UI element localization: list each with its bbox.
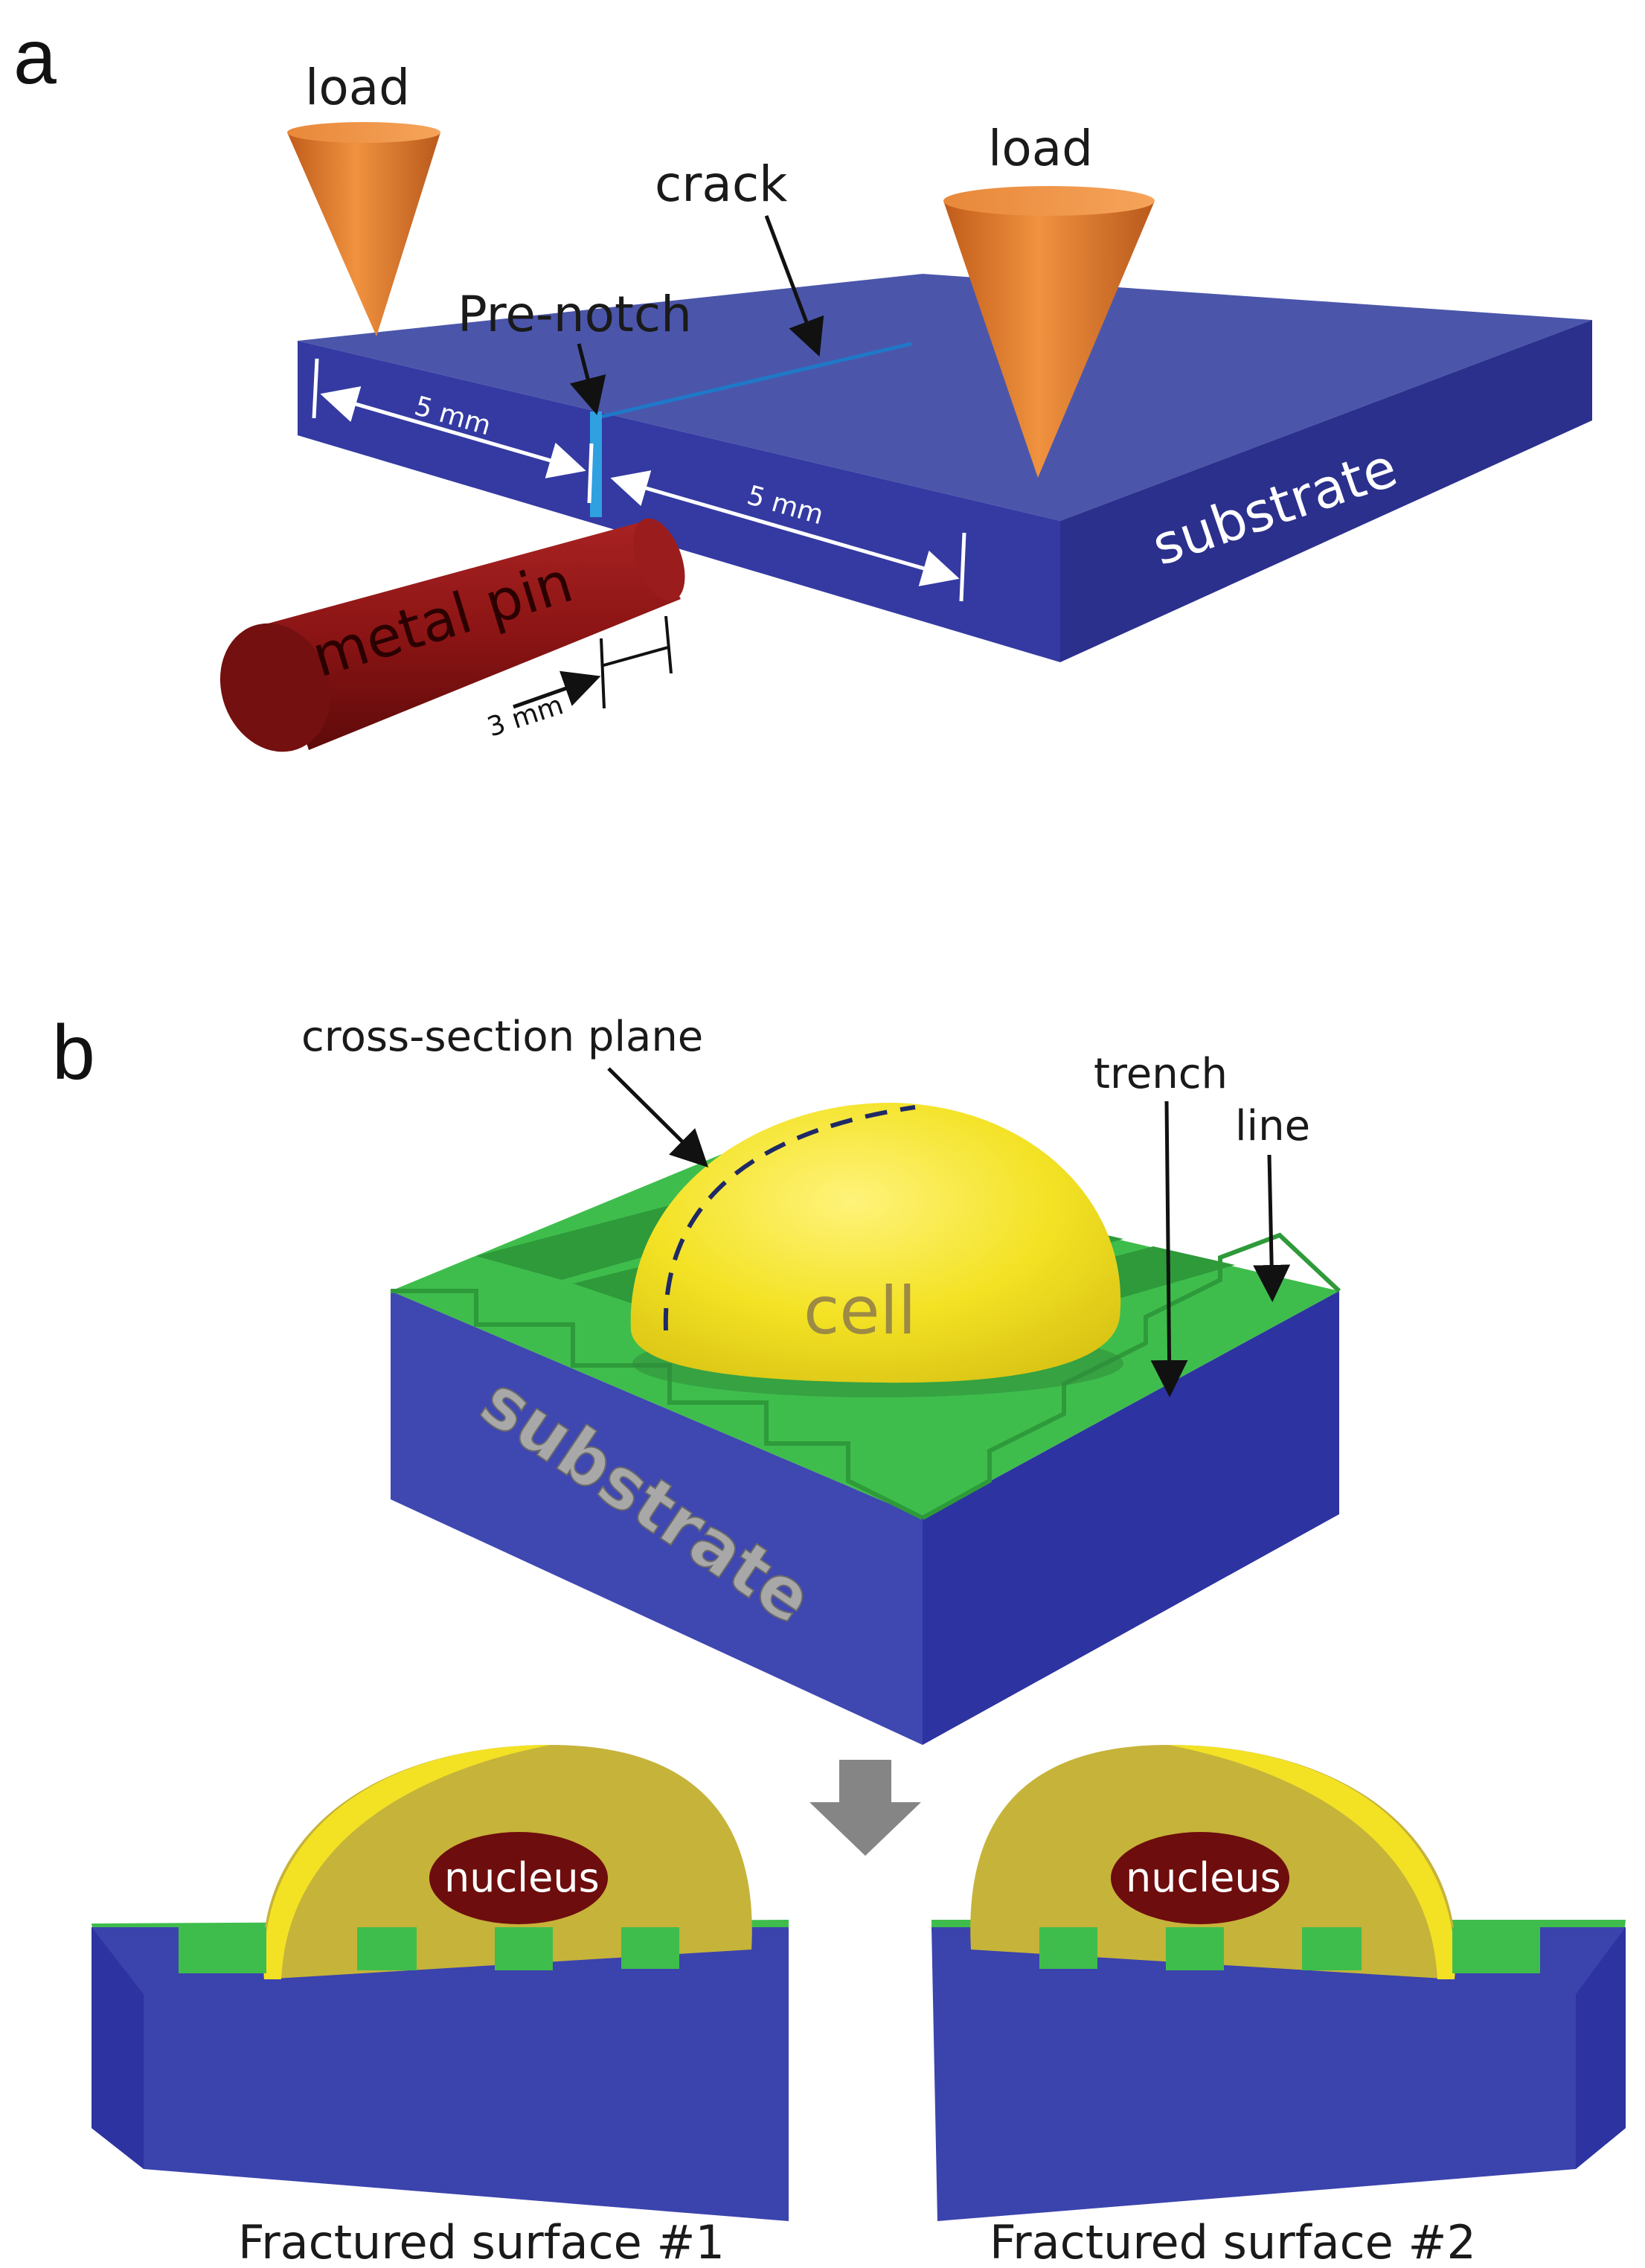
- piece2-groove-4: [1452, 1927, 1540, 1973]
- load-cone-right-body: [943, 201, 1155, 478]
- piece1-left-side: [92, 1927, 144, 2169]
- metal-pin-body: [268, 522, 681, 750]
- load-cone-left: [287, 122, 440, 336]
- panel-a-letter: a: [13, 14, 57, 100]
- piece1-groove-3: [495, 1927, 553, 1970]
- block-left-face: [391, 1291, 923, 1745]
- piece1-front-face: [92, 1927, 789, 2221]
- cell-label: cell: [804, 1272, 916, 1349]
- crack-line: [600, 342, 912, 419]
- caption-fractured-surface-1: Fractured surface #1: [238, 2215, 725, 2268]
- panel-b: b substrate cell cross-section plane: [52, 1010, 1626, 2268]
- cell-dome: [630, 1102, 1121, 1383]
- load-cone-right-top: [943, 186, 1155, 216]
- dim-right-arrow: [610, 470, 960, 586]
- load-cone-left-top: [287, 122, 440, 143]
- dim-left-tick-start: [312, 358, 319, 419]
- line-pointer-arrow: [1253, 1154, 1291, 1302]
- trench-label: trench: [1094, 1050, 1228, 1098]
- dim-pin-tick-1: [600, 638, 606, 709]
- cross-section-dashed-line: [663, 1105, 916, 1331]
- piece2-groove-1: [1039, 1927, 1097, 1969]
- nucleus-label-1: nucleus: [444, 1854, 600, 1901]
- piece1-nucleus: [429, 1832, 608, 1924]
- piece2-groove-3: [1302, 1927, 1362, 1970]
- fractured-piece-2: nucleus Fractured surface #2: [931, 1745, 1626, 2268]
- load-cone-left-body: [287, 132, 440, 336]
- cross-section-label: cross-section plane: [301, 1013, 703, 1061]
- piece1-cell-rim: [263, 1745, 551, 1979]
- dim-pin-arrow: [513, 670, 601, 709]
- block-right-serrated-edge: [921, 1232, 1341, 1520]
- line-label: line: [1235, 1102, 1310, 1150]
- dim-pin-link: [600, 646, 669, 667]
- caption-fractured-surface-2: Fractured surface #2: [990, 2215, 1476, 2268]
- piece2-nucleus: [1111, 1832, 1289, 1924]
- pre-notch-label: Pre-notch: [458, 286, 692, 343]
- piece2-right-side: [1576, 1927, 1626, 2169]
- piece1-groove-4: [621, 1927, 679, 1969]
- fractured-piece-1: nucleus Fractured surface #1: [92, 1745, 789, 2268]
- dim-pin-tick-2: [664, 615, 673, 674]
- crack-label: crack: [655, 156, 788, 213]
- piece2-groove-2: [1166, 1927, 1224, 1970]
- metal-pin: metal pin: [219, 518, 685, 752]
- dim-left-tick-end: [587, 443, 594, 504]
- nucleus-label-2: nucleus: [1126, 1854, 1281, 1901]
- panel-a: a metal pin 5 mm 5 mm: [13, 14, 1592, 752]
- cell: cell: [630, 1102, 1123, 1397]
- crack-pointer-arrow: [764, 215, 824, 357]
- trench-pointer-arrow: [1150, 1101, 1188, 1397]
- pre-notch-mark: [590, 411, 602, 517]
- metal-pin-end-cap: [219, 623, 331, 752]
- pre-notch-pointer-arrow: [569, 343, 606, 415]
- cross-section-pointer-arrow: [607, 1067, 709, 1168]
- load-left-label: load: [305, 59, 410, 116]
- substrate-side-face: [1060, 320, 1592, 662]
- dim-left-arrow: [320, 386, 586, 478]
- substrate-top-face: [298, 274, 1592, 521]
- block-left-serrated-edge: [391, 1289, 924, 1520]
- block-right-face: [923, 1291, 1339, 1745]
- transition-down-arrow: [809, 1760, 921, 1856]
- load-cone-right: [943, 186, 1155, 478]
- piece1-groove-2: [357, 1927, 417, 1970]
- dim-pin-label: 3 mm: [484, 690, 567, 743]
- load-right-label: load: [988, 120, 1093, 177]
- panel-b-letter: b: [52, 1010, 95, 1096]
- piece2-cell-rim: [1168, 1745, 1455, 1979]
- piece1-groove-1: [179, 1927, 266, 1973]
- dim-right-tick-end: [959, 532, 966, 602]
- piece2-front-face: [931, 1927, 1626, 2221]
